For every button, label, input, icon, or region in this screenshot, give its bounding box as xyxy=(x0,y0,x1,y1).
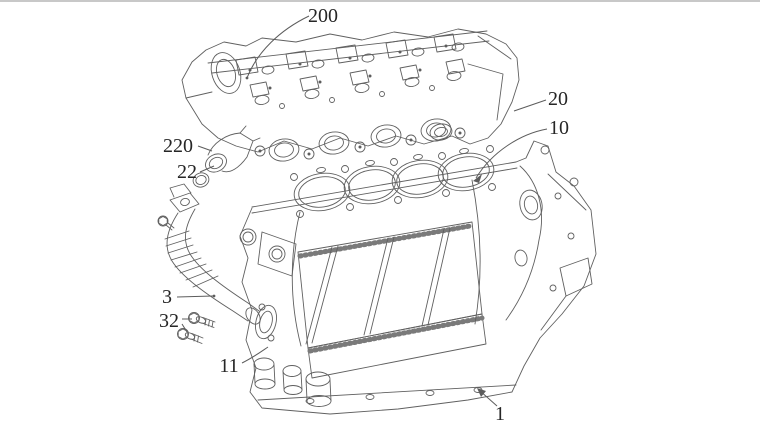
leader-200 xyxy=(246,15,310,79)
leader-32-lower xyxy=(181,323,188,333)
leader-11 xyxy=(241,346,269,364)
coolant-hose-drawing xyxy=(157,183,261,325)
reference-labels: 200 20 10 220 22 3 32 11 1 xyxy=(159,5,569,425)
cam-bore-boss xyxy=(210,52,242,94)
leader-3 xyxy=(176,295,214,298)
label-20: 20 xyxy=(548,88,568,110)
label-3: 3 xyxy=(162,286,172,308)
hose-corrugations xyxy=(164,230,219,288)
label-10: 10 xyxy=(549,117,569,139)
label-22: 22 xyxy=(177,161,197,183)
top-border-line xyxy=(0,0,760,2)
engine-block-outline xyxy=(239,140,597,415)
engine-block-drawing xyxy=(239,140,597,415)
leader-20 xyxy=(513,99,547,112)
head-gasket-bores-drawing xyxy=(251,145,518,218)
cylinder-head-outline xyxy=(181,28,520,153)
leader-1-arrowhead xyxy=(477,388,486,397)
label-32: 32 xyxy=(159,310,179,332)
head-port-rings xyxy=(254,118,466,162)
leader-lines xyxy=(176,15,548,407)
label-11: 11 xyxy=(219,355,238,377)
o-ring-drawing xyxy=(192,172,210,188)
leader-10-arrowhead xyxy=(473,174,482,183)
cylinder-head-drawing xyxy=(181,28,520,162)
mounting-bolts-drawing xyxy=(177,312,216,344)
label-200: 200 xyxy=(308,5,338,27)
leader-10 xyxy=(475,128,548,179)
thermostat-housing-drawing xyxy=(205,125,261,173)
label-220: 220 xyxy=(163,135,193,157)
leader-220 xyxy=(197,145,213,152)
label-1: 1 xyxy=(495,403,505,425)
leader-22 xyxy=(199,165,215,173)
